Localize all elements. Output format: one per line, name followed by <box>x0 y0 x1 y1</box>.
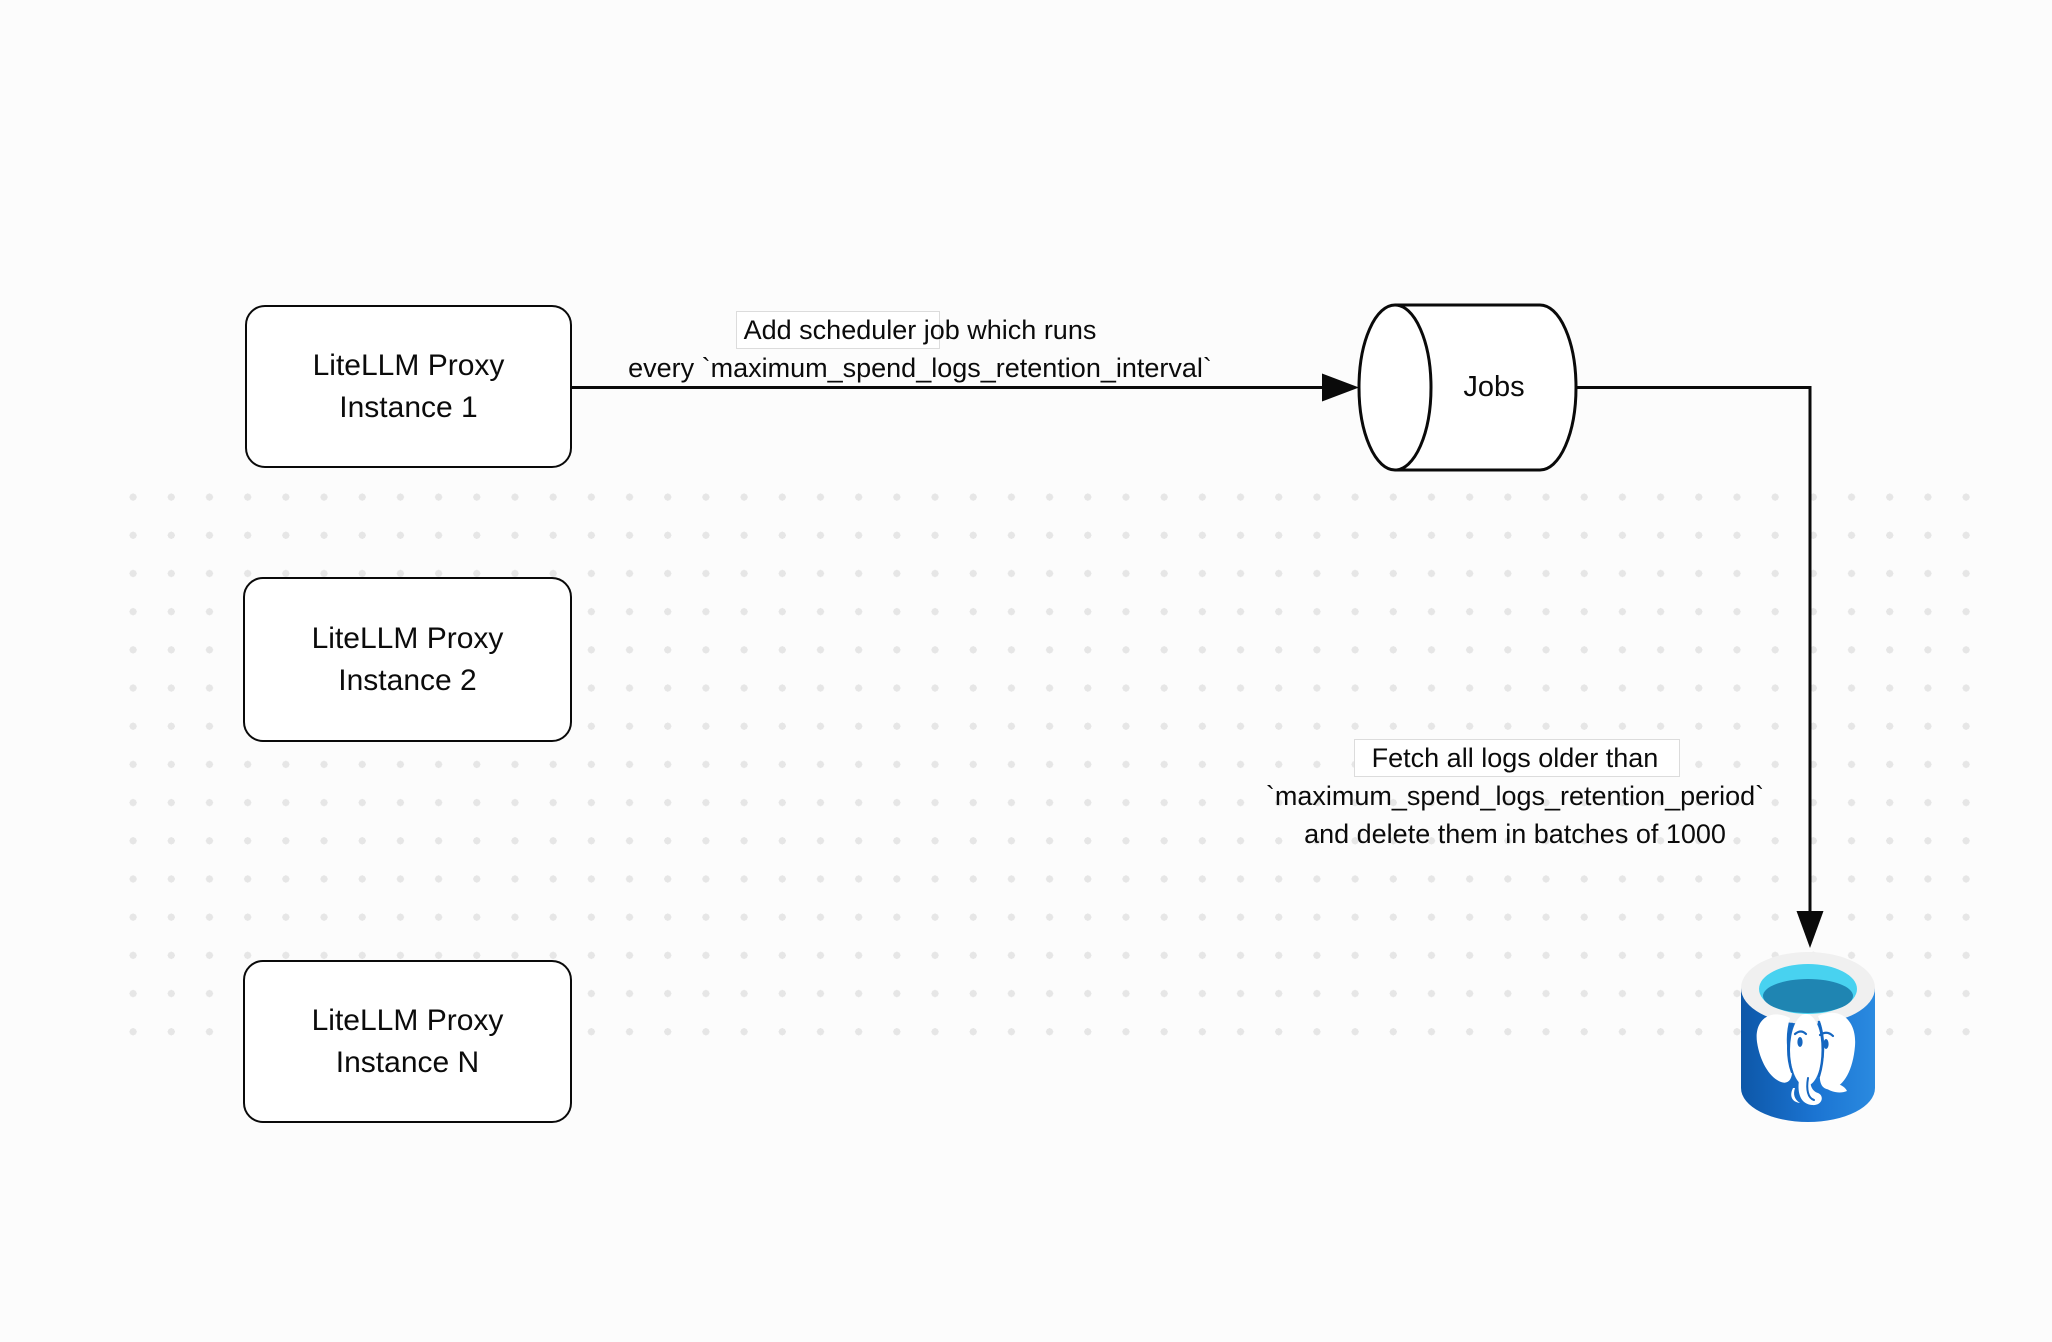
edge-fetch-label-chip <box>1354 739 1680 777</box>
edge-fetch-connector <box>1576 386 1824 948</box>
edge-fetch-label: Fetch all logs older than `maximum_spend… <box>1265 743 1765 849</box>
node-litellm-proxy-instance-1: LiteLLM Proxy Instance 1 <box>245 305 572 468</box>
jobs-queue-label: Jobs <box>1463 370 1525 403</box>
node-litellm-proxy-instance-2: LiteLLM Proxy Instance 2 <box>243 577 572 742</box>
postgresql-icon <box>1741 952 1875 1122</box>
node-litellm-proxy-instance-n: LiteLLM Proxy Instance N <box>243 960 572 1123</box>
edge-schedule-arrow <box>572 373 1359 402</box>
postgres-elephant-logo <box>1756 1012 1856 1106</box>
edge-schedule-label: Add scheduler job which runs every `maxi… <box>628 315 1212 383</box>
jobs-queue-shape <box>1357 303 1578 472</box>
edge-schedule-label-chip <box>736 311 940 349</box>
